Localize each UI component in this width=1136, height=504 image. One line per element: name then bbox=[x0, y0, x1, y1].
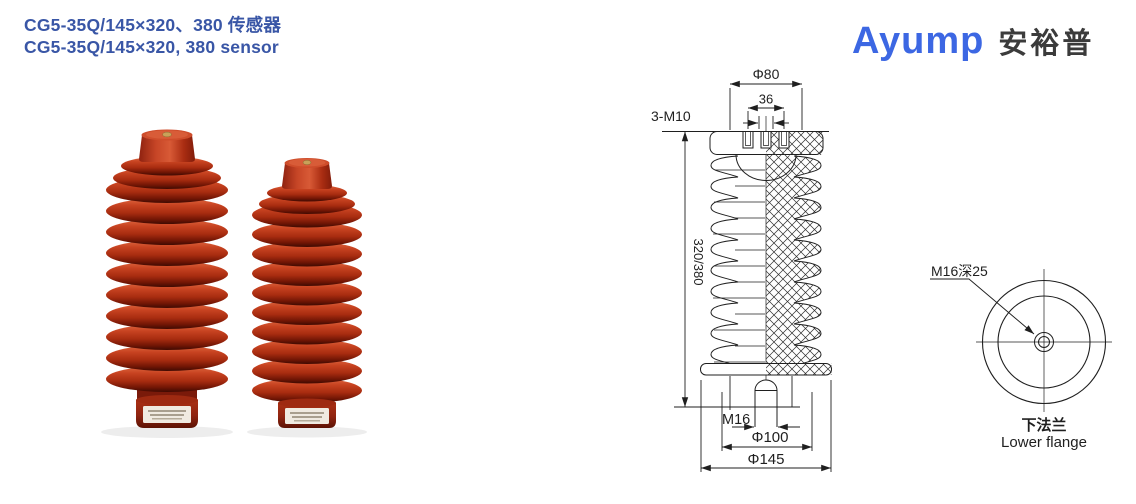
top-cap bbox=[282, 163, 332, 189]
floor-shadow bbox=[101, 426, 233, 438]
electrode-dome bbox=[735, 154, 797, 181]
center-hole-outer bbox=[1034, 332, 1054, 352]
product-title-zh: CG5-35Q/145×320、380 传感器 bbox=[24, 15, 282, 35]
flange-view bbox=[930, 269, 1112, 412]
section-view bbox=[700, 116, 832, 427]
brand-logo: Ayump 安裕普 bbox=[852, 20, 1094, 63]
dim-height-320-380 bbox=[674, 131, 800, 408]
dim-label-phi145: Φ145 bbox=[748, 451, 785, 468]
dim-phi100 bbox=[721, 392, 813, 451]
product-label bbox=[143, 406, 191, 423]
section-hatch bbox=[766, 131, 832, 375]
product-title: CG5-35Q/145×320、380 传感器 CG5-35Q/145×320,… bbox=[24, 14, 281, 59]
dim-label-phi100: Φ100 bbox=[752, 429, 789, 446]
flange-outer-circle bbox=[981, 279, 1107, 405]
dim-phi80 bbox=[729, 80, 803, 130]
product-photo bbox=[101, 129, 367, 438]
flange-caption-zh: 下法兰 bbox=[1021, 416, 1066, 434]
insulator-ribs bbox=[106, 177, 228, 392]
dim-label-height: 320/380 bbox=[691, 239, 706, 286]
top-cap bbox=[139, 135, 195, 162]
product-title-en: CG5-35Q/145×320, 380 sensor bbox=[24, 37, 279, 58]
dimension-lines bbox=[662, 80, 832, 472]
terminal-insert bbox=[162, 131, 172, 138]
base-lip bbox=[136, 395, 198, 405]
dim-m16 bbox=[729, 376, 800, 431]
bottom-stud bbox=[754, 379, 778, 391]
label-3-m10: 3-M10 bbox=[651, 108, 691, 124]
insulator-left bbox=[101, 129, 233, 438]
rib-profile-left bbox=[710, 155, 739, 367]
dim-label-m16: M16 bbox=[722, 412, 750, 428]
center-hole-inner bbox=[1038, 336, 1050, 348]
dim-label-36: 36 bbox=[759, 92, 773, 107]
center-hole-leader bbox=[930, 278, 1035, 335]
dim-36 bbox=[743, 104, 789, 129]
terminal-insert bbox=[302, 160, 312, 165]
interior-layer-lines bbox=[713, 169, 765, 363]
flange-inner-circle bbox=[997, 295, 1091, 389]
dim-phi145 bbox=[700, 380, 832, 472]
dim-label-phi80: Φ80 bbox=[753, 66, 780, 82]
floor-shadow bbox=[247, 426, 367, 438]
base-lip bbox=[278, 398, 336, 408]
flange-caption-en: Lower flange bbox=[1001, 434, 1087, 451]
insulator-right bbox=[247, 158, 367, 438]
top-bolt-holes bbox=[742, 131, 790, 149]
label-m16-deep25: M16深25 bbox=[931, 263, 988, 279]
product-label bbox=[285, 408, 329, 424]
brand-name-zh: 安裕普 bbox=[998, 28, 1095, 60]
brand-wordmark: Ayump bbox=[852, 20, 985, 62]
